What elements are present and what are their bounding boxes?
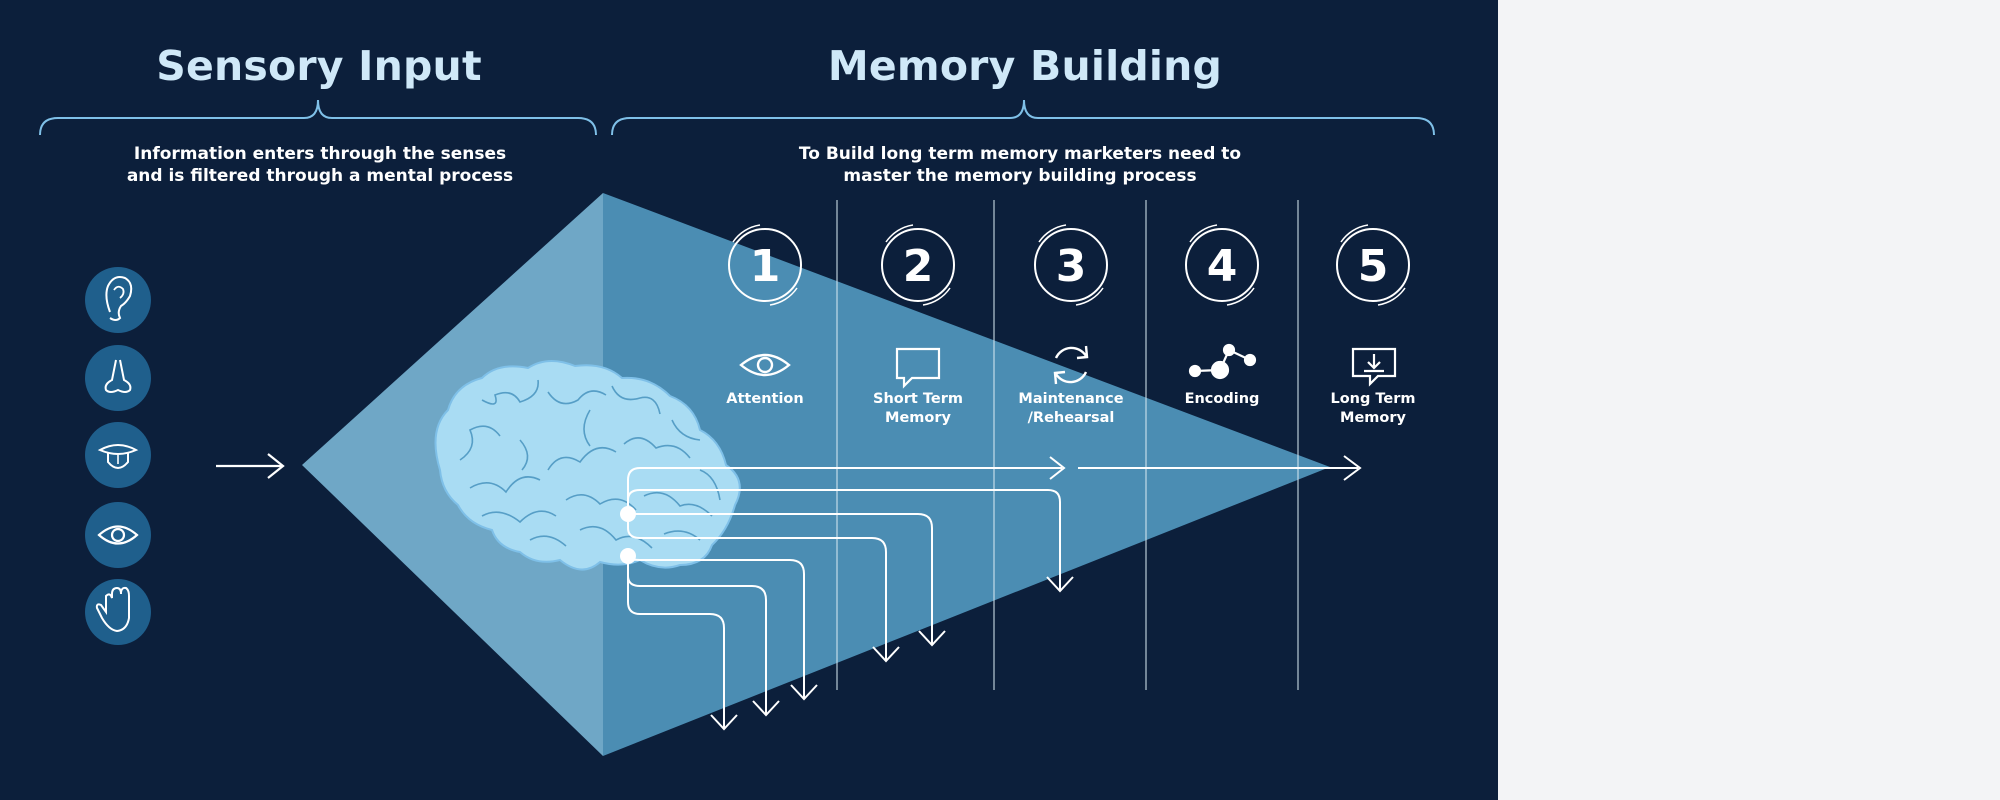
stage-label-line: Maintenance xyxy=(1018,391,1124,407)
blank-margin xyxy=(1498,0,2000,800)
stage-label-encoding: Encoding xyxy=(1147,390,1297,409)
nose-icon xyxy=(85,345,151,411)
stage-label-line: Short Term xyxy=(873,391,963,407)
sensory-brace xyxy=(39,99,597,136)
memory-subtitle-line: master the memory building process xyxy=(843,166,1197,186)
eye-icon xyxy=(739,353,791,377)
stage-badge-1 xyxy=(728,224,802,306)
memory-subtitle-line: To Build long term memory marketers need… xyxy=(798,144,1242,164)
sensory-subtitle-line: and is filtered through a mental process xyxy=(126,166,514,186)
sensory-input-heading: Sensory Input xyxy=(156,42,482,90)
sensory-subtitle-line: Information enters through the senses xyxy=(133,144,507,164)
stage-badge-5 xyxy=(1336,224,1410,306)
funnel-right-half xyxy=(603,193,1330,756)
stage-badge-4 xyxy=(1185,224,1259,306)
download-screen-icon xyxy=(1351,347,1397,387)
stage-label-maintenance-rehearsal: Maintenance /Rehearsal xyxy=(996,390,1146,427)
flow-node xyxy=(620,548,636,564)
diagram-canvas: 1 2 3 4 5 xyxy=(39,99,1435,756)
stage-number-2: 2 xyxy=(903,241,934,292)
stage-number-1: 1 xyxy=(750,241,781,292)
ear-icon xyxy=(85,267,151,333)
stage-badge-3 xyxy=(1034,224,1108,306)
stage-number-4: 4 xyxy=(1207,241,1238,292)
flow-node xyxy=(620,506,636,522)
stage-label-line: Memory xyxy=(1340,409,1406,426)
stage-number-3: 3 xyxy=(1056,241,1087,292)
memory-building-heading: Memory Building xyxy=(827,42,1223,90)
stage-label-line: /Rehearsal xyxy=(1027,409,1115,426)
refresh-icon xyxy=(1053,345,1089,385)
infographic-panel: 1 2 3 4 5 xyxy=(0,0,1498,800)
stage-badge-2 xyxy=(881,224,955,306)
stage-label-line: Memory xyxy=(885,409,951,426)
stage-label-short-term-memory: Short Term Memory xyxy=(843,390,993,427)
sensory-subtitle: Information enters through the senses an… xyxy=(100,143,540,187)
stage-label-line: Long Term xyxy=(1330,391,1416,407)
eye-icon xyxy=(85,502,151,568)
memory-subtitle: To Build long term memory marketers need… xyxy=(780,143,1260,187)
input-arrow xyxy=(216,453,285,479)
memory-flow-lines xyxy=(627,455,1362,731)
hand-icon xyxy=(85,579,151,645)
tongue-icon xyxy=(85,422,151,488)
stage-label-long-term-memory: Long Term Memory xyxy=(1298,390,1448,427)
memory-brace xyxy=(611,99,1435,136)
network-nodes-icon xyxy=(1188,343,1257,380)
stage-label-line: Encoding xyxy=(1184,391,1260,407)
brain-illustration xyxy=(434,360,741,571)
sense-icons xyxy=(85,267,151,645)
stage-number-5: 5 xyxy=(1358,241,1389,292)
stage-badges xyxy=(728,224,1410,306)
stage-label-attention: Attention xyxy=(690,390,840,409)
chat-bubble-icon xyxy=(895,347,941,389)
stage-label-line: Attention xyxy=(726,391,804,407)
